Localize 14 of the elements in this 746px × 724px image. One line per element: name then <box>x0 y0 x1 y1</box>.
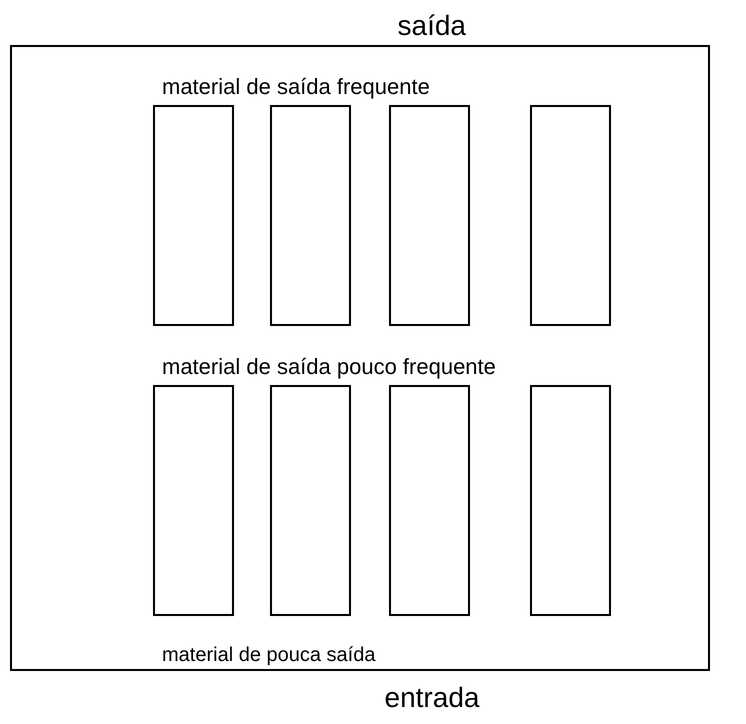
zone-label: material de pouca saída <box>162 645 376 665</box>
storage-rack <box>389 385 470 616</box>
storage-rack <box>530 385 611 616</box>
exit-label: saída <box>398 12 466 40</box>
storage-rack <box>153 105 234 326</box>
storage-rack <box>389 105 470 326</box>
entrance-label: entrada <box>384 684 480 712</box>
warehouse-outline <box>10 45 710 671</box>
storage-rack <box>270 105 351 326</box>
storage-rack <box>270 385 351 616</box>
storage-rack <box>530 105 611 326</box>
zone-label: material de saída frequente <box>162 76 430 98</box>
storage-rack <box>153 385 234 616</box>
zone-label: material de saída pouco frequente <box>162 356 496 378</box>
